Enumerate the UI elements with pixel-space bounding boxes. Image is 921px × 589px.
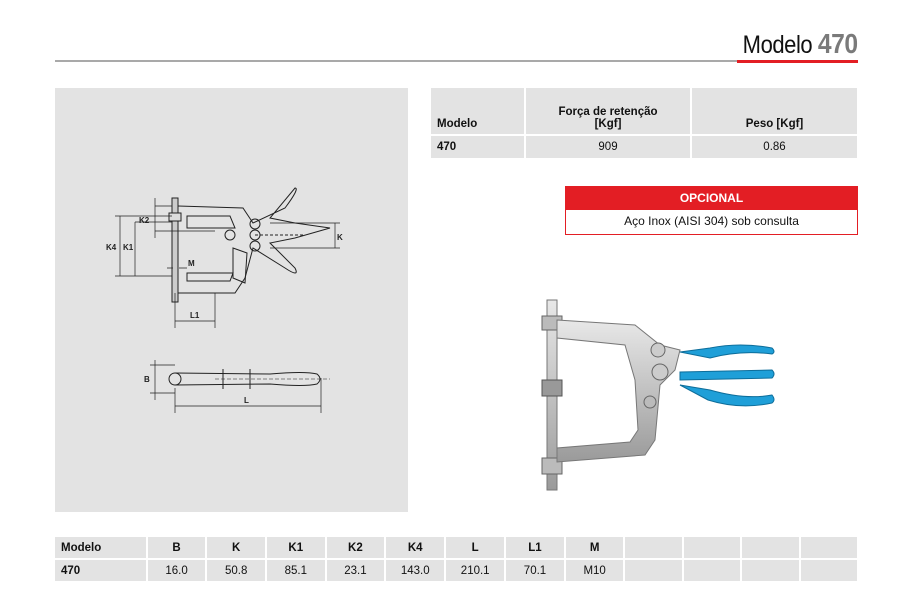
dim-k1: 85.1 — [266, 560, 325, 581]
optional-box: OPCIONAL Aço Inox (AISI 304) sob consult… — [565, 186, 858, 235]
force-label: Força de retenção — [558, 106, 658, 118]
label-k: K — [337, 233, 343, 242]
spec-row: 470 909 0.86 — [431, 136, 857, 158]
force-unit: [Kgf] — [594, 118, 622, 130]
dim-header-l: L — [446, 537, 505, 558]
spec-model: 470 — [431, 136, 524, 158]
dim-empty — [742, 560, 799, 581]
technical-drawing-panel: K4 K1 K2 M K L1 B L — [55, 88, 408, 512]
dim-header-empty — [800, 537, 857, 558]
spec-header-model: Modelo — [431, 88, 524, 134]
label-k1: K1 — [123, 243, 134, 252]
dim-m: M10 — [565, 560, 624, 581]
dim-model: 470 — [55, 560, 146, 581]
spec-header-force: Força de retenção[Kgf] — [526, 88, 690, 134]
dim-header-empty — [625, 537, 682, 558]
dim-header-k1: K1 — [266, 537, 325, 558]
dimensions-table: Modelo B K K1 K2 K4 L L1 M 470 16.0 50.8… — [53, 535, 859, 583]
header-accent-line — [737, 60, 858, 63]
label-k4: K4 — [106, 243, 117, 252]
label-l: L — [244, 396, 249, 405]
handle-top — [679, 344, 775, 359]
header-divider — [55, 60, 858, 62]
product-photo — [541, 299, 775, 491]
dimensions-header-row: Modelo B K K1 K2 K4 L L1 M — [55, 537, 857, 558]
spec-table: Modelo Força de retenção[Kgf] Peso [Kgf]… — [429, 86, 859, 160]
clamp-side-drawing — [168, 187, 331, 303]
handle-middle — [679, 369, 775, 381]
dim-empty — [800, 560, 857, 581]
dim-header-k2: K2 — [326, 537, 385, 558]
dim-k2: 23.1 — [326, 560, 385, 581]
spec-header-weight: Peso [Kgf] — [692, 88, 857, 134]
handle-bottom — [679, 384, 775, 407]
dim-l: 210.1 — [446, 560, 505, 581]
label-m: M — [188, 259, 195, 268]
dim-header-empty — [683, 537, 741, 558]
dim-empty — [683, 560, 741, 581]
dimension-lines — [115, 198, 340, 413]
dim-header-k: K — [207, 537, 265, 558]
dim-header-m: M — [565, 537, 624, 558]
dim-header-k4: K4 — [386, 537, 445, 558]
spec-weight: 0.86 — [692, 136, 857, 158]
dim-empty — [625, 560, 682, 581]
dim-header-model: Modelo — [55, 537, 146, 558]
label-l1: L1 — [190, 311, 200, 320]
dim-header-b: B — [147, 537, 206, 558]
clamp-top-drawing — [168, 369, 330, 389]
optional-text: Aço Inox (AISI 304) sob consulta — [624, 214, 799, 228]
page-title: Modelo 470 — [743, 28, 858, 60]
label-b: B — [144, 375, 150, 384]
dim-k: 50.8 — [207, 560, 265, 581]
model-number: 470 — [818, 28, 858, 59]
spec-header-row: Modelo Força de retenção[Kgf] Peso [Kgf] — [431, 88, 857, 134]
dim-header-empty — [742, 537, 799, 558]
optional-header: OPCIONAL — [566, 187, 857, 210]
dim-header-l1: L1 — [506, 537, 564, 558]
label-k2: K2 — [139, 216, 150, 225]
dimensions-row: 470 16.0 50.8 85.1 23.1 143.0 210.1 70.1… — [55, 560, 857, 581]
dim-k4: 143.0 — [386, 560, 445, 581]
dim-b: 16.0 — [147, 560, 206, 581]
dim-l1: 70.1 — [506, 560, 564, 581]
title-prefix: Modelo — [743, 31, 813, 59]
spec-force: 909 — [526, 136, 690, 158]
